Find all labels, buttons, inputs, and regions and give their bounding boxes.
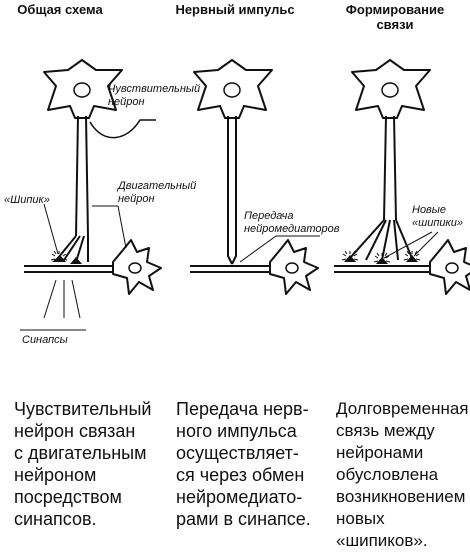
axon-branches	[349, 219, 413, 261]
axon-branches	[57, 235, 89, 263]
sensory-axon	[227, 116, 237, 265]
caption-impulse: Передача нерв- ного импульса осуществляе…	[176, 399, 311, 529]
panel-impulse	[190, 59, 320, 295]
motor-neuron-soma	[269, 239, 319, 295]
motor-label-line	[92, 205, 127, 249]
neuron-diagram	[20, 59, 470, 331]
label-synapses: Синапсы	[22, 334, 68, 346]
column-title-impulse: Нервный импульс	[175, 2, 295, 17]
synapse-terminal	[52, 255, 82, 264]
spine-terminals	[344, 255, 418, 264]
label-motor-neuron: Двигательный нейрон	[118, 180, 197, 205]
motor-axon	[334, 265, 441, 273]
motor-axon	[190, 265, 275, 273]
label-sensory-neuron: Чувствительный нейрон	[108, 83, 201, 108]
motor-neuron-soma	[429, 239, 470, 295]
sensory-axon	[383, 115, 397, 221]
motor-neuron-soma	[112, 239, 162, 295]
sensory-label-curve	[89, 119, 156, 139]
column-title-general: Общая схема	[17, 2, 103, 17]
spine-pointer	[43, 203, 59, 255]
motor-axon	[24, 265, 119, 273]
caption-connection: Долговременная связь между нейронами обу…	[336, 399, 469, 550]
transmitter-label-line	[239, 235, 320, 263]
sensory-axon	[75, 115, 89, 237]
synapse-pointer-lines	[43, 279, 81, 319]
sensory-neuron-soma	[351, 59, 431, 119]
panel-general	[20, 59, 162, 331]
label-spine: «Шипик»	[4, 194, 50, 206]
column-title-connection: Формирование связи	[345, 2, 445, 32]
sensory-neuron-soma	[193, 59, 273, 119]
label-neurotransmitters: Передача нейромедиаторов	[244, 210, 340, 235]
label-new-spines: Новые «шипики»	[412, 204, 463, 229]
panel-connection	[334, 59, 470, 295]
caption-general: Чувствительный нейрон связан с двигатель…	[14, 399, 152, 529]
new-spines-pointer-lines	[383, 231, 439, 259]
